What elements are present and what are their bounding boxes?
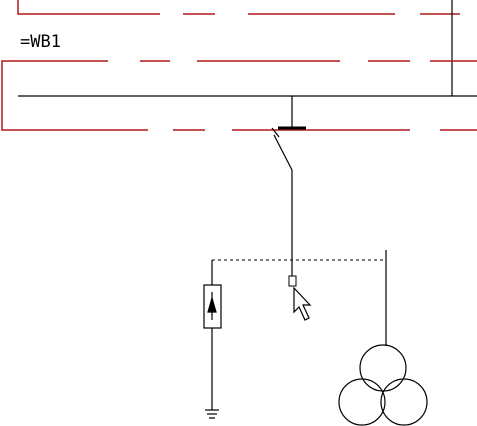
transformer-winding-right [380, 378, 428, 426]
three-winding-transformer-icon[interactable] [338, 344, 428, 426]
switch-upper-contact [271, 127, 280, 138]
transformer-winding-top [359, 344, 407, 392]
transformer-winding-left [338, 378, 386, 426]
mouse-cursor-icon [293, 286, 312, 321]
busbar-red-frame [1, 60, 477, 131]
switch-blade [273, 134, 293, 171]
disconnect-switch[interactable] [271, 127, 293, 171]
busbar-frame-left-edge [1, 60, 148, 131]
bay-label[interactable]: =WB1 [20, 32, 61, 52]
arrester-arrow [207, 295, 217, 313]
upper-red-frame [17, 0, 460, 15]
selected-node-handle[interactable] [288, 275, 297, 287]
ground-icon [205, 409, 219, 419]
surge-arrester-branch[interactable] [203, 260, 222, 410]
upper-frame-left-edge [17, 0, 160, 15]
busbar-tap[interactable] [278, 96, 306, 130]
